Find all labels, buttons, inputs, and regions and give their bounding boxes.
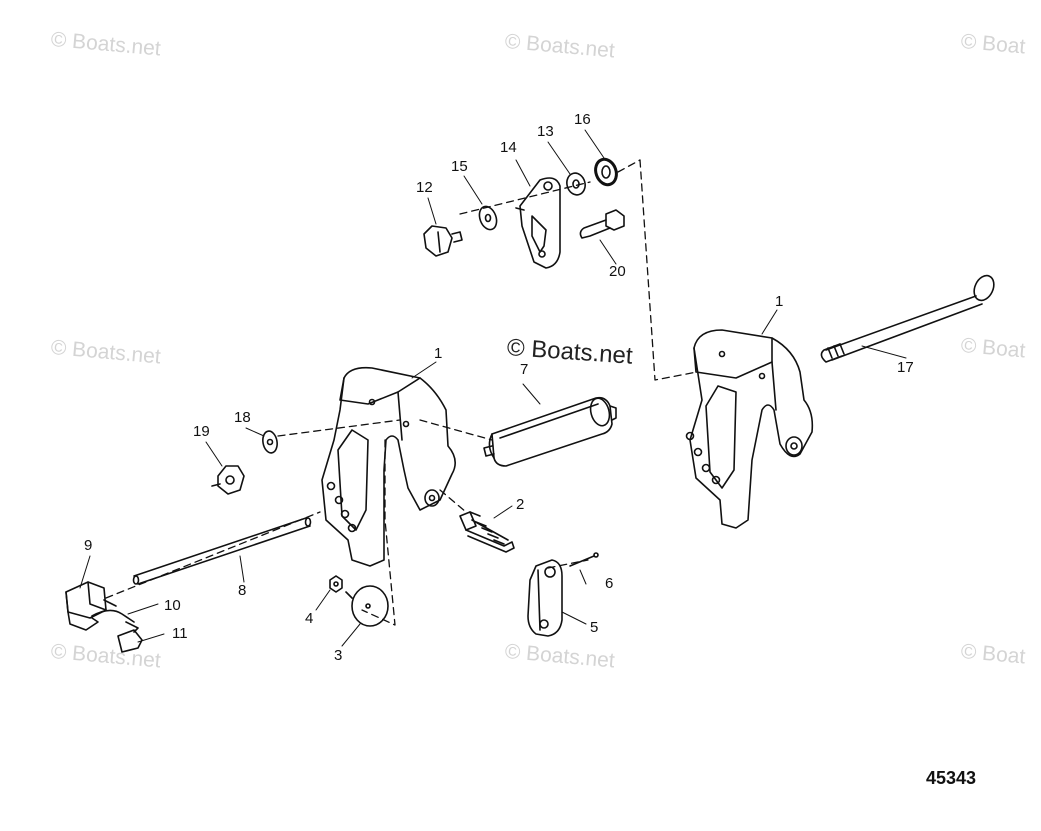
callout-17: 17 bbox=[897, 359, 914, 376]
part-14-lever-plate bbox=[515, 177, 561, 269]
part-2-spring bbox=[459, 511, 515, 553]
callout-8: 8 bbox=[238, 582, 247, 599]
part-17-clamp-bolt bbox=[820, 274, 995, 363]
callout-19: 19 bbox=[193, 423, 210, 440]
callout-3: 3 bbox=[334, 647, 343, 664]
drawing-number: 45343 bbox=[926, 768, 977, 788]
part-16-spring-washer bbox=[594, 157, 618, 187]
part-5-link-plate bbox=[527, 559, 563, 637]
part-1-right-transom-bracket bbox=[685, 329, 814, 529]
part-8-tilt-rod bbox=[132, 517, 312, 585]
callout-15: 15 bbox=[451, 158, 468, 175]
part-1-left-transom-bracket bbox=[321, 366, 456, 567]
callout-10: 10 bbox=[164, 597, 181, 614]
callout-20: 20 bbox=[609, 263, 626, 280]
callout-1-right: 1 bbox=[775, 293, 784, 310]
callout-5: 5 bbox=[590, 619, 599, 636]
callout-4: 4 bbox=[305, 610, 314, 627]
callout-11: 11 bbox=[172, 625, 188, 642]
part-7-tilt-cylinder bbox=[483, 396, 617, 467]
part-12-knob bbox=[423, 225, 463, 257]
leader-lines bbox=[79, 129, 907, 647]
callout-16: 16 bbox=[574, 111, 591, 128]
callout-14: 14 bbox=[500, 139, 517, 156]
part-11-retainer bbox=[117, 629, 143, 653]
part-18-washer bbox=[262, 430, 278, 454]
callout-18: 18 bbox=[234, 409, 251, 426]
callout-9: 9 bbox=[84, 537, 93, 554]
part-15-washer bbox=[478, 205, 498, 231]
part-20-bolt bbox=[579, 209, 625, 239]
callout-13: 13 bbox=[537, 123, 554, 140]
callout-6: 6 bbox=[605, 575, 614, 592]
part-13-washer bbox=[566, 172, 586, 196]
callout-12: 12 bbox=[416, 179, 433, 196]
part-3-disk bbox=[345, 585, 389, 627]
part-4-nut bbox=[329, 575, 343, 593]
part-9-lever-bracket bbox=[65, 581, 117, 631]
callout-1-left: 1 bbox=[434, 345, 443, 362]
callout-2: 2 bbox=[516, 496, 525, 513]
part-19-lock-nut bbox=[211, 465, 245, 495]
part-6-pin bbox=[569, 552, 599, 567]
callout-7: 7 bbox=[520, 361, 529, 378]
